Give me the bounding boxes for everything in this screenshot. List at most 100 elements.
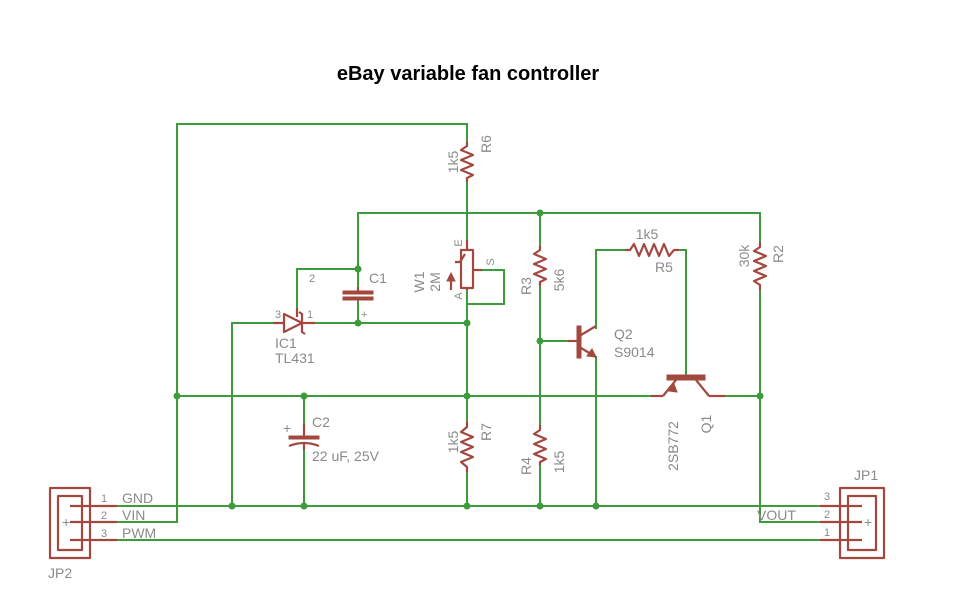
q1-value: 2SB772 [665, 421, 681, 471]
resistor-r3: R3 5k6 [518, 246, 567, 295]
r6-name: R6 [478, 135, 494, 153]
junction-dot [173, 392, 181, 400]
r4-value: 1k5 [551, 451, 567, 474]
junction-dot [536, 209, 544, 217]
resistor-r7: 1k5 R7 [445, 422, 494, 472]
q2-emitter-arrow-icon [586, 348, 597, 358]
r2-value: 30k [736, 244, 752, 268]
junction-dot [300, 502, 308, 510]
q1-emitter-line [662, 379, 677, 397]
jp2-plus: + [62, 514, 70, 530]
resistor-r3-symbol [532, 246, 548, 286]
r6-value: 1k5 [445, 151, 461, 174]
transistor-q1: 2SB772 Q1 [651, 374, 725, 471]
wire-pot-link [466, 269, 505, 305]
net-gnd-label: GND [122, 490, 153, 506]
resistor-r5: 1k5 R5 [625, 226, 679, 275]
c1-name: C1 [369, 270, 387, 286]
resistor-r6-symbol [459, 142, 475, 182]
c1-plate-bottom [342, 296, 374, 301]
r5-value: 1k5 [636, 226, 659, 242]
junction-dot [592, 502, 600, 510]
resistor-r7-symbol [459, 422, 475, 472]
connector-jp2: + 1 2 3 GND VIN PWM JP2 [48, 486, 156, 581]
resistor-r2: 30k R2 [736, 242, 786, 290]
capacitor-c1: C1 + [342, 270, 387, 321]
r7-value: 1k5 [445, 431, 461, 454]
wire-q2-collector [595, 249, 626, 329]
w1-name: W1 [411, 271, 427, 292]
wire-vin-top [176, 123, 468, 523]
junction-dot [354, 319, 362, 327]
c2-plate-top [288, 435, 320, 440]
jp1-pin-2: 2 [824, 509, 830, 521]
pot-adjust-mark [455, 253, 466, 264]
resistor-r4: R4 1k5 [518, 425, 567, 475]
shunt-regulator-ic1: 2 3 1 IC1 TL431 [273, 273, 315, 366]
r3-name: R3 [518, 277, 534, 295]
jp2-pin-3: 3 [101, 528, 107, 540]
wires [116, 123, 821, 541]
r2-name: R2 [770, 245, 786, 263]
arrow-up-icon [446, 271, 456, 282]
diagram-title: eBay variable fan controller [337, 63, 600, 85]
net-pwm-label: PWM [122, 525, 156, 541]
ic1-diode-triangle [282, 312, 304, 334]
w1-value: 2M [427, 272, 443, 291]
wire-ic1-anode [231, 322, 274, 507]
potentiometer-w1: E S A W1 2M [411, 239, 497, 299]
jp2-pin-1: 1 [101, 493, 107, 505]
junction-dot [463, 392, 471, 400]
q2-value: S9014 [614, 344, 655, 360]
junction-dot [228, 502, 236, 510]
transistor-q2: Q2 S9014 [568, 325, 655, 360]
junctions [173, 209, 764, 510]
ic1-pin-1: 1 [307, 309, 313, 321]
ic1-pin-2: 2 [309, 273, 315, 285]
c1-plate-top [342, 290, 374, 295]
r4-name: R4 [518, 457, 534, 475]
c2-plus: + [283, 420, 291, 436]
jp1-name: JP1 [854, 467, 878, 483]
resistor-r5-symbol [625, 242, 679, 258]
capacitor-c2: + C2 22 uF, 25V [283, 414, 380, 464]
resistor-r6: 1k5 R6 [445, 135, 494, 182]
junction-dot [463, 319, 471, 327]
r5-name: R5 [655, 259, 673, 275]
q1-collector-line [695, 379, 710, 397]
c2-value: 22 uF, 25V [312, 448, 380, 464]
net-vout-label: VOUT [757, 507, 796, 523]
resistor-r2-symbol [752, 242, 768, 290]
ic1-pin-3: 3 [275, 309, 281, 321]
junction-dot [300, 392, 308, 400]
c2-name: C2 [312, 414, 330, 430]
jp2-name: JP2 [48, 565, 72, 581]
q1-name: Q1 [698, 414, 714, 433]
resistor-r4-symbol [532, 425, 548, 465]
q2-collector-line [580, 325, 597, 336]
junction-dot [536, 337, 544, 345]
c1-plus: + [361, 309, 367, 321]
q2-base-bar [576, 325, 582, 359]
junction-dot [536, 502, 544, 510]
connector-jp1: + 3 2 1 VOUT JP1 [757, 467, 886, 560]
q2-name: Q2 [614, 326, 633, 342]
jp1-pin-3: 3 [824, 491, 830, 503]
r3-value: 5k6 [551, 269, 567, 292]
ic1-value: TL431 [275, 350, 315, 366]
junction-dot [463, 502, 471, 510]
jp2-pin-2: 2 [101, 510, 107, 522]
ic1-name: IC1 [275, 335, 297, 351]
jp1-pin-1: 1 [824, 527, 830, 539]
q1-emitter-arrow-icon [668, 382, 678, 393]
junction-dot [756, 392, 764, 400]
junction-dot [354, 265, 362, 273]
wire-ic1-ref [296, 268, 359, 309]
jp1-plus: + [864, 514, 872, 530]
w1-pin-s: S [485, 258, 497, 265]
r7-name: R7 [478, 423, 494, 441]
wire-r5-q1 [678, 249, 687, 377]
net-vin-label: VIN [122, 507, 145, 523]
w1-pin-a: A [453, 292, 465, 300]
